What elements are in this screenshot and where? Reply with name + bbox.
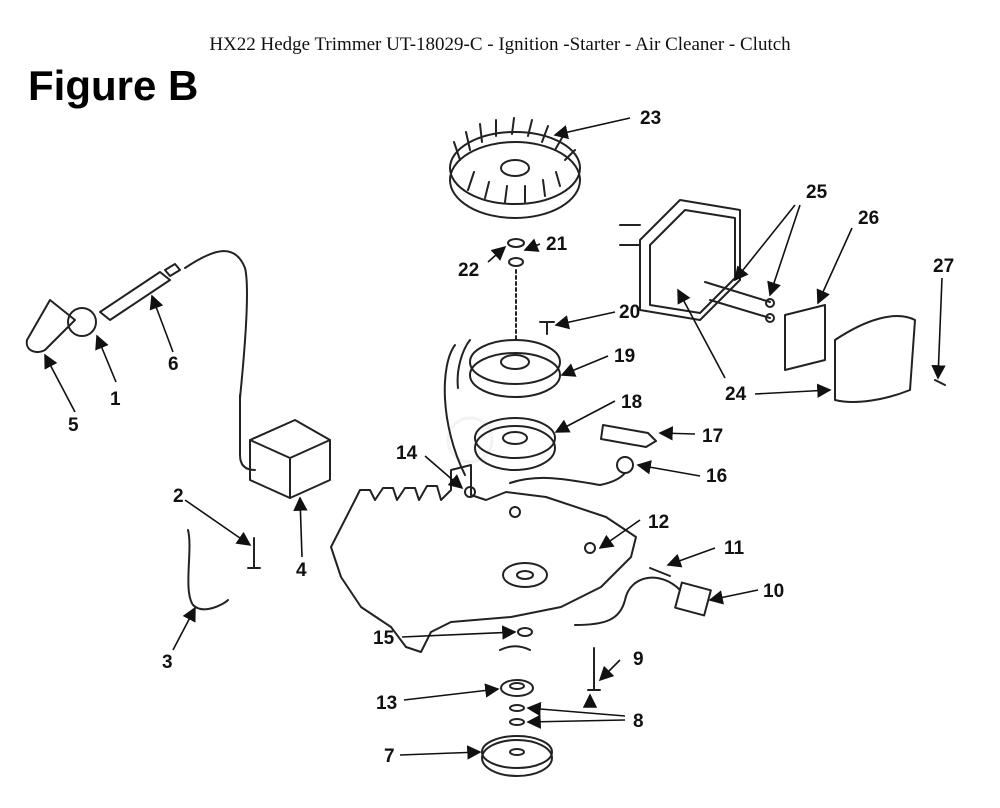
screw-part	[587, 647, 601, 691]
callout-7: 7	[384, 746, 395, 767]
callout-3: 3	[162, 652, 173, 673]
figure-label: Figure B	[28, 62, 199, 109]
washers-part	[509, 704, 525, 726]
callout-21: 21	[546, 234, 568, 255]
callout-8: 8	[633, 711, 644, 732]
switch-part	[574, 567, 712, 626]
engine-housing-part	[330, 344, 637, 653]
air-cleaner-cover-part	[834, 315, 946, 403]
callout-17: 17	[702, 426, 723, 447]
callout-4: 4	[296, 560, 307, 581]
callout-25: 25	[806, 182, 828, 203]
module-screw-part	[247, 537, 261, 569]
callout-10: 10	[763, 581, 784, 602]
callout-numbers: 1 2 3 4 5 6 7 8 9 10 11 12 13 14 15 16 1…	[68, 108, 954, 767]
wire-part	[499, 645, 531, 651]
starter-handle-part	[509, 424, 657, 486]
callout-12: 12	[648, 512, 669, 533]
callout-19: 19	[614, 346, 635, 367]
callout-16: 16	[706, 466, 727, 487]
callout-11: 11	[724, 538, 745, 559]
callout-1: 1	[110, 389, 121, 410]
callout-2: 2	[173, 486, 184, 507]
spark-plug-part	[25, 250, 249, 399]
callout-26: 26	[858, 208, 879, 229]
callout-24: 24	[725, 384, 747, 405]
washer-part	[517, 627, 533, 637]
leader-lines	[44, 117, 946, 760]
page-title: HX22 Hedge Trimmer UT-18029-C - Ignition…	[209, 34, 791, 55]
flywheel-part	[449, 117, 581, 219]
ground-wire-part	[187, 529, 229, 611]
callout-27: 27	[933, 256, 954, 277]
callout-14: 14	[396, 443, 418, 464]
cleaner-screws-part	[704, 281, 775, 323]
ignition-module-part	[239, 394, 331, 499]
starter-spring-part	[474, 417, 556, 471]
nut-washer-part	[507, 238, 525, 341]
callout-18: 18	[621, 392, 642, 413]
callout-6: 6	[168, 354, 179, 375]
callout-13: 13	[376, 693, 397, 714]
callout-22: 22	[458, 260, 479, 281]
pulley-screw-part	[539, 321, 555, 335]
watermark	[446, 416, 494, 464]
callout-5: 5	[68, 415, 79, 436]
air-filter-part	[784, 304, 826, 371]
starter-pulley-part	[456, 339, 561, 398]
callout-20: 20	[619, 302, 640, 323]
callout-23: 23	[640, 108, 661, 129]
callout-9: 9	[633, 649, 644, 670]
bearing-part	[500, 679, 534, 697]
callout-15: 15	[373, 628, 395, 649]
clutch-part	[481, 735, 553, 777]
